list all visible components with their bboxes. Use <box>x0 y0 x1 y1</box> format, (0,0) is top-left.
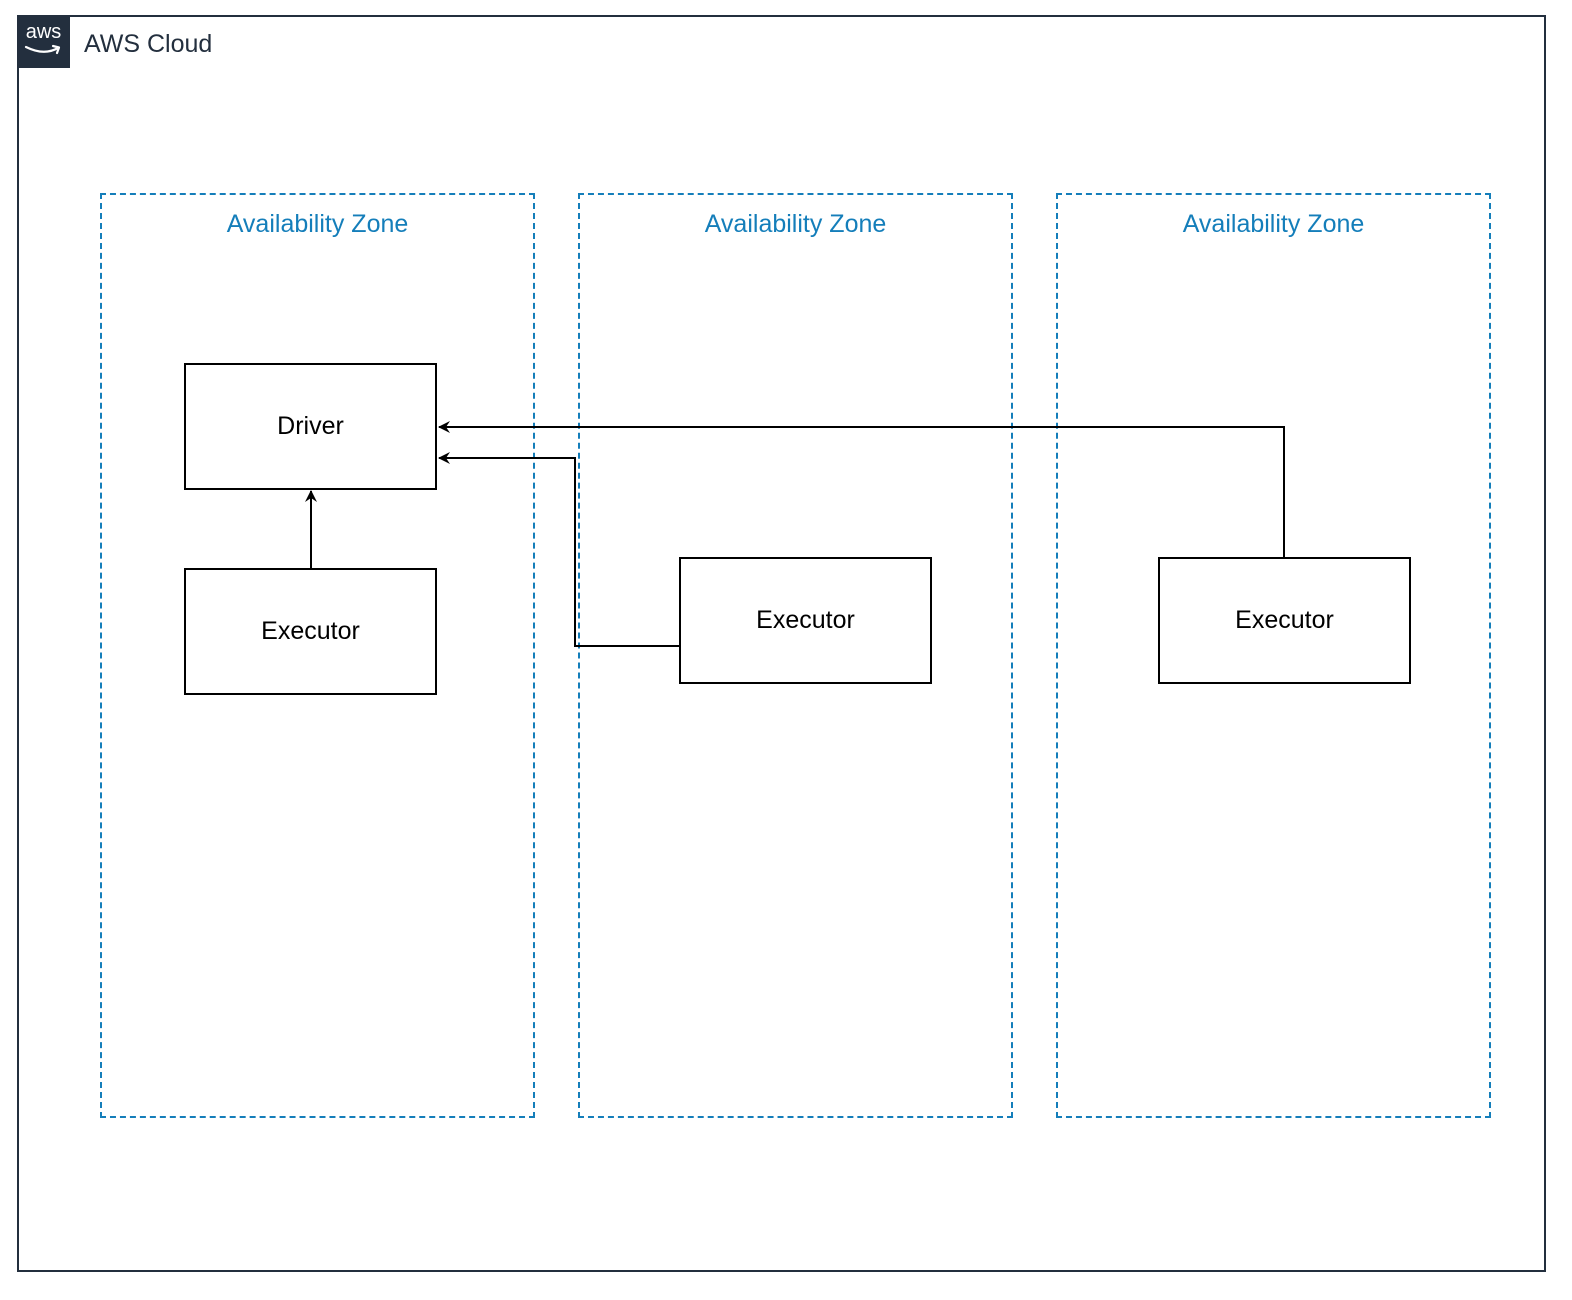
driver-label: Driver <box>277 412 344 440</box>
aws-smile-icon <box>24 44 61 55</box>
driver-node[interactable]: Driver <box>184 363 437 490</box>
aws-cloud-group <box>17 15 1546 1272</box>
executor-node-2[interactable]: Executor <box>679 557 932 684</box>
executor-label: Executor <box>1235 606 1334 634</box>
availability-zone-label: Availability Zone <box>704 210 887 238</box>
executor-label: Executor <box>261 617 360 645</box>
cloud-title: AWS Cloud <box>84 30 213 58</box>
executor-node-1[interactable]: Executor <box>184 568 437 695</box>
executor-node-3[interactable]: Executor <box>1158 557 1411 684</box>
executor-label: Executor <box>756 606 855 634</box>
availability-zone-2: Availability Zone <box>578 193 1013 1118</box>
aws-logo-icon: aws <box>17 15 70 68</box>
aws-logo-text: aws <box>25 21 62 43</box>
availability-zone-3: Availability Zone <box>1056 193 1491 1118</box>
availability-zone-label: Availability Zone <box>226 210 409 238</box>
availability-zone-label: Availability Zone <box>1182 210 1365 238</box>
availability-zone-1: Availability Zone <box>100 193 535 1118</box>
